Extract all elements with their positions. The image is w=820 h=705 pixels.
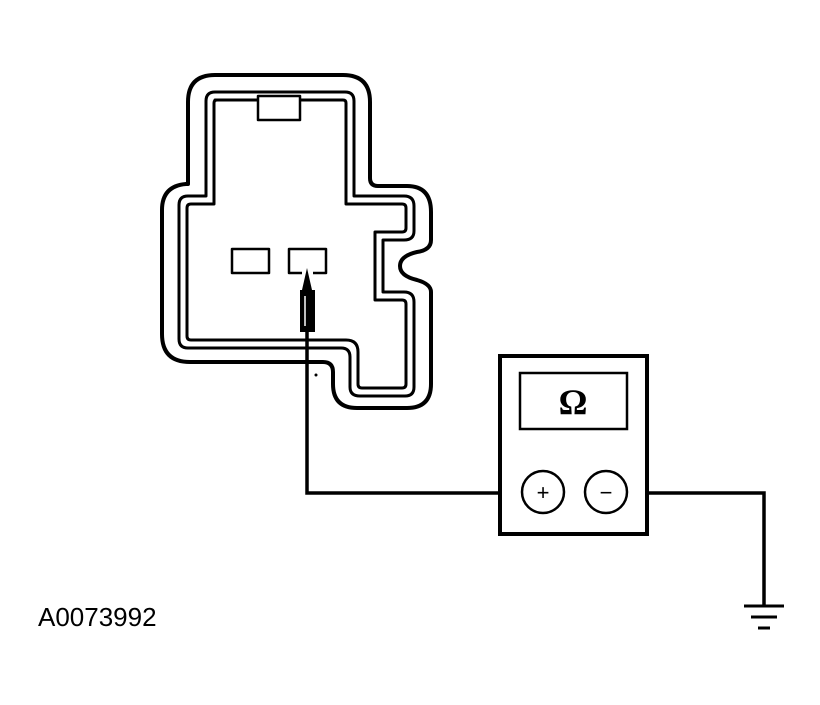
positive-lead-wire — [305, 332, 520, 495]
meter-display — [518, 371, 629, 431]
connector-terminal-right — [287, 247, 328, 275]
connector — [160, 73, 433, 410]
positive-terminal-label: + — [537, 480, 550, 505]
probe-body — [300, 290, 315, 332]
connector-inner-wall-inner — [185, 98, 408, 390]
figure-id: A0073992 — [38, 602, 157, 632]
test-probe — [300, 268, 318, 377]
ground-icon — [744, 604, 784, 630]
probe-tip — [302, 268, 312, 290]
connector-key-tab — [256, 94, 302, 122]
probe-dot — [314, 373, 318, 377]
negative-terminal — [583, 469, 629, 515]
negative-terminal-label: − — [600, 480, 613, 505]
negative-lead-wire — [628, 491, 766, 606]
wires — [305, 332, 766, 606]
connector-inner-wall-outer — [177, 90, 416, 398]
ohmmeter: Ω + − — [498, 354, 649, 536]
connector-outer-shell — [160, 73, 433, 410]
connector-terminal-left — [230, 247, 271, 275]
positive-terminal — [520, 469, 566, 515]
ohm-symbol: Ω — [559, 382, 588, 422]
